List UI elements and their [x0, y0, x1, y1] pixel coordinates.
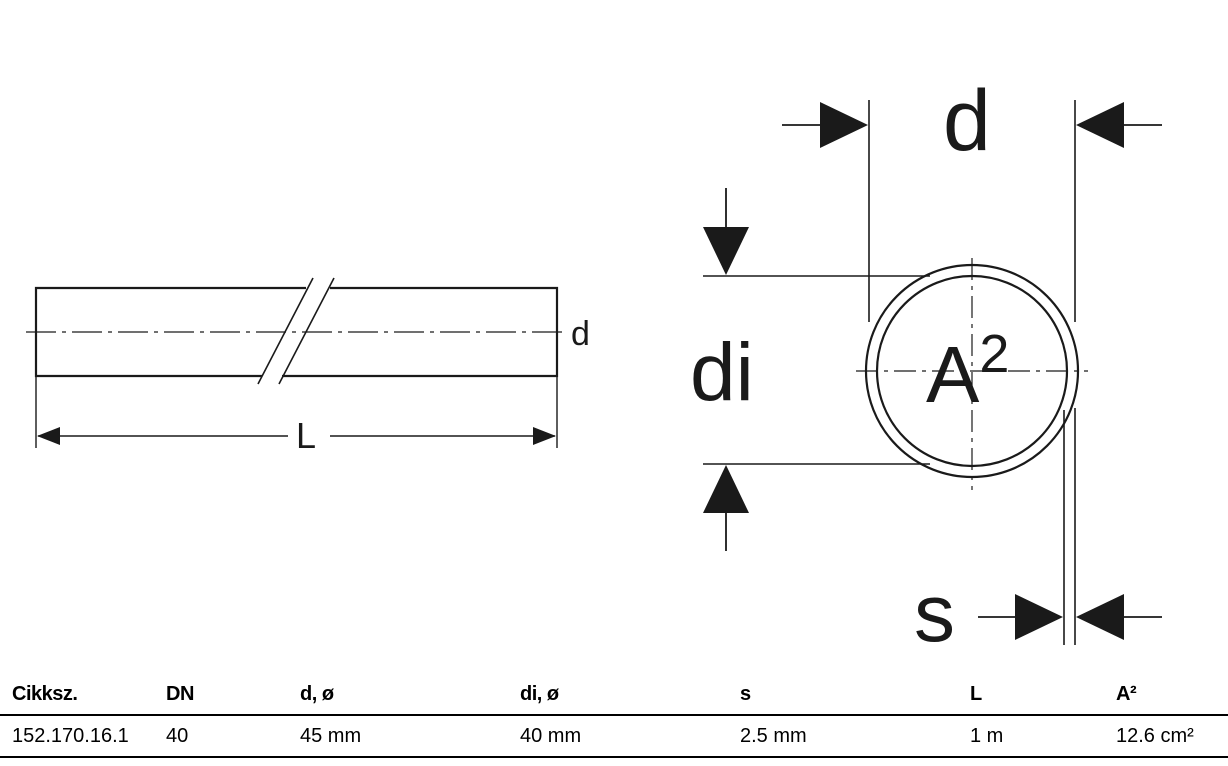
section-outer-diameter-label: d: [943, 73, 991, 169]
cell-outer-diameter: 45 mm: [288, 715, 508, 758]
cell-wall-thickness: 2.5 mm: [728, 715, 958, 758]
pipe-break-line-1: [257, 277, 314, 385]
column-header-area: A²: [1104, 674, 1228, 716]
section-d-arrowhead-right: [1076, 102, 1124, 148]
column-header-inner-diameter: di, ø: [508, 674, 728, 716]
section-d-arrowhead-left: [820, 102, 868, 148]
column-header-dn: DN: [154, 674, 288, 716]
pipe-length-arrowhead-right: [533, 427, 556, 445]
column-header-outer-diameter: d, ø: [288, 674, 508, 716]
cell-dn: 40: [154, 715, 288, 758]
section-area-letter: A: [926, 330, 980, 419]
cell-article-number: 152.170.16.1: [0, 715, 154, 758]
technical-drawing: d L d di A2 s: [26, 73, 1162, 659]
column-header-length: L: [958, 674, 1104, 716]
section-s-arrowhead-left: [1015, 594, 1063, 640]
cell-length: 1 m: [958, 715, 1104, 758]
pipe-length-label: L: [296, 415, 316, 456]
cell-inner-diameter: 40 mm: [508, 715, 728, 758]
section-wall-thickness-label: s: [914, 568, 955, 659]
pipe-side-view: [26, 277, 566, 448]
pipe-break-line-2: [278, 277, 335, 385]
section-s-arrowhead-right: [1076, 594, 1124, 640]
column-header-article-number: Cikksz.: [0, 674, 154, 716]
table-header-row: Cikksz. DN d, ø di, ø s L A²: [0, 674, 1228, 716]
section-area-exponent: 2: [979, 324, 1009, 384]
section-area-label: A2: [926, 324, 1009, 419]
cell-area: 12.6 cm²: [1104, 715, 1228, 758]
section-inner-diameter-label: di: [690, 327, 754, 418]
pipe-cross-section: [703, 100, 1162, 645]
pipe-length-arrowhead-left: [37, 427, 60, 445]
section-di-arrowhead-bottom: [703, 465, 749, 513]
table-row: 152.170.16.1 40 45 mm 40 mm 2.5 mm 1 m 1…: [0, 715, 1228, 758]
pipe-diameter-label: d: [571, 315, 590, 353]
column-header-wall-thickness: s: [728, 674, 958, 716]
section-di-arrowhead-top: [703, 227, 749, 275]
specification-table: Cikksz. DN d, ø di, ø s L A² 152.170.16.…: [0, 674, 1228, 758]
